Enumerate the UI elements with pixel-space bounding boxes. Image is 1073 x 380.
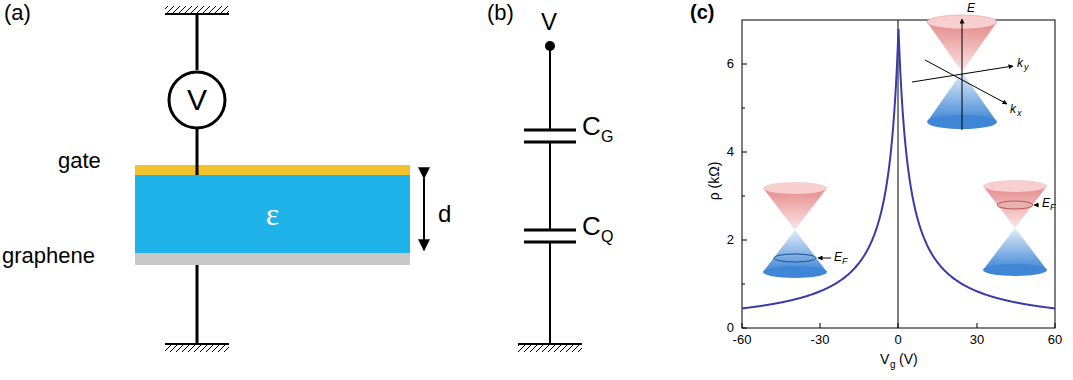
dirac-cone <box>912 15 1013 130</box>
wire <box>549 46 551 130</box>
fermi-label: E <box>834 251 842 263</box>
node-text: ε <box>266 198 279 230</box>
subscript: x <box>1017 109 1022 118</box>
axis-ticks <box>742 64 1055 328</box>
axis-label: k <box>1017 57 1023 69</box>
thickness-arrow <box>423 178 425 250</box>
panel-label: (a) <box>4 2 31 24</box>
subscript: Q <box>601 229 613 245</box>
layer-label: gate <box>58 150 101 172</box>
tick-label: 2 <box>727 233 734 246</box>
dielectric-layer: ε <box>135 175 410 253</box>
dirac-cone <box>763 182 831 278</box>
subscript: G <box>601 129 613 145</box>
wire <box>549 142 551 230</box>
capacitor-label: C <box>582 213 601 239</box>
tick-label: 6 <box>727 57 734 70</box>
panel-label: (c) <box>690 2 714 22</box>
wire <box>549 242 551 344</box>
layer-label: graphene <box>2 245 95 267</box>
subscript: F <box>1050 203 1056 212</box>
subscript: y <box>1024 63 1029 72</box>
voltage-label: V <box>541 10 557 34</box>
axis-title: (V) <box>899 352 918 366</box>
resistivity-curve <box>742 29 1055 309</box>
ground-symbol <box>165 344 229 352</box>
axis-label: k <box>1010 103 1016 115</box>
fermi-label: E <box>1042 197 1050 209</box>
tick-label: 0 <box>894 333 901 346</box>
tick-label: 4 <box>727 145 734 158</box>
subscript: g <box>890 360 896 370</box>
ground-symbol <box>165 6 229 14</box>
axis-label: E <box>967 2 975 14</box>
tick-label: 30 <box>970 333 984 346</box>
ground-symbol <box>518 344 582 352</box>
dimension-label: d <box>438 202 451 226</box>
capacitor-plate <box>524 229 576 232</box>
voltmeter-circle: V <box>167 70 227 130</box>
wire <box>196 14 199 70</box>
node-text: V <box>187 85 207 115</box>
subscript: F <box>842 257 848 266</box>
wire <box>196 129 199 175</box>
plot-frame <box>742 20 1055 328</box>
gate-electrode <box>135 165 410 175</box>
tick-label: -60 <box>733 333 752 346</box>
wire <box>196 265 199 344</box>
dirac-cone <box>983 180 1047 276</box>
axis-title: V <box>880 352 889 366</box>
capacitor-plate <box>524 129 576 132</box>
tick-label: 60 <box>1048 333 1062 346</box>
graphene-layer <box>135 253 410 265</box>
tick-label: -30 <box>811 333 830 346</box>
capacitor-label: C <box>582 113 601 139</box>
panel-label: (b) <box>487 2 514 24</box>
axis-title: ρ (kΩ) <box>707 162 721 201</box>
